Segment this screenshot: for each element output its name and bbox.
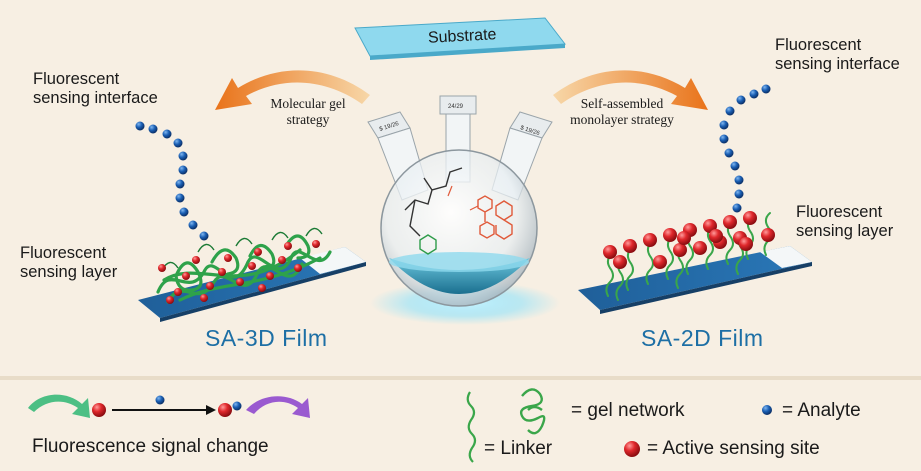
bound-analyte [232, 401, 242, 411]
legend-active-site-dot [624, 441, 640, 457]
substrate-label: Substrate [427, 26, 497, 47]
substrate-slab [354, 17, 566, 60]
active-site-sphere [92, 403, 106, 417]
signal-change-legend [28, 394, 310, 418]
left-interface-line-1: Fluorescent [33, 70, 120, 88]
legend-symbols [466, 388, 772, 463]
left-interface-line-2: sensing interface [33, 88, 158, 107]
gel-network-label: = gel network [571, 400, 685, 421]
left-strategy-arrow [215, 70, 370, 110]
right-interface-line-1: Fluorescent [775, 36, 862, 54]
right-interface-label: Fluorescent sensing interface [775, 36, 900, 74]
sa-2d-film-label: SA-2D Film [641, 325, 764, 351]
active-site-label: = Active sensing site [647, 438, 820, 459]
left-layer-line-2: sensing layer [20, 262, 118, 281]
right-strategy-line-1: Self-assembled [580, 96, 664, 111]
right-layer-label: Fluorescent sensing layer [796, 203, 893, 241]
right-analyte-trail [719, 84, 771, 213]
left-interface-label: Fluorescent sensing interface [33, 70, 158, 108]
left-layer-label: Fluorescent sensing layer [20, 244, 117, 282]
right-strategy-line-2: monolayer strategy [570, 112, 674, 128]
left-strategy-line-2: strategy [286, 112, 330, 128]
left-strategy-line-1: Molecular gel [270, 96, 346, 111]
legend-analyte-dot [762, 405, 772, 415]
left-strategy-label: Molecular gel strategy [248, 96, 368, 128]
right-interface-line-2: sensing interface [775, 54, 900, 73]
gel-network-symbol [519, 388, 546, 435]
sa-2d-film [578, 211, 812, 314]
analyte-label: = Analyte [782, 400, 861, 421]
bound-active-site [218, 403, 232, 417]
linker-label: = Linker [484, 438, 553, 459]
right-layer-line-2: sensing layer [796, 221, 894, 240]
purple-curved-arrow [246, 396, 310, 418]
signal-change-label: Fluorescence signal change [32, 436, 269, 457]
left-layer-line-1: Fluorescent [20, 244, 107, 262]
sa-3d-film [138, 227, 366, 322]
right-strategy-label: Self-assembled monolayer strategy [552, 96, 692, 128]
linker-symbol [466, 391, 477, 463]
right-layer-line-1: Fluorescent [796, 203, 883, 221]
analyte-sphere [155, 395, 165, 405]
sa-3d-film-label: SA-3D Film [205, 325, 328, 351]
three-neck-flask: $ 19/26 24/29 $ 19/26 [367, 95, 560, 325]
left-analyte-trail [135, 121, 209, 241]
neck-label-middle: 24/29 [448, 104, 464, 110]
right-strategy-arrow [553, 70, 708, 110]
green-curved-arrow [28, 394, 90, 418]
